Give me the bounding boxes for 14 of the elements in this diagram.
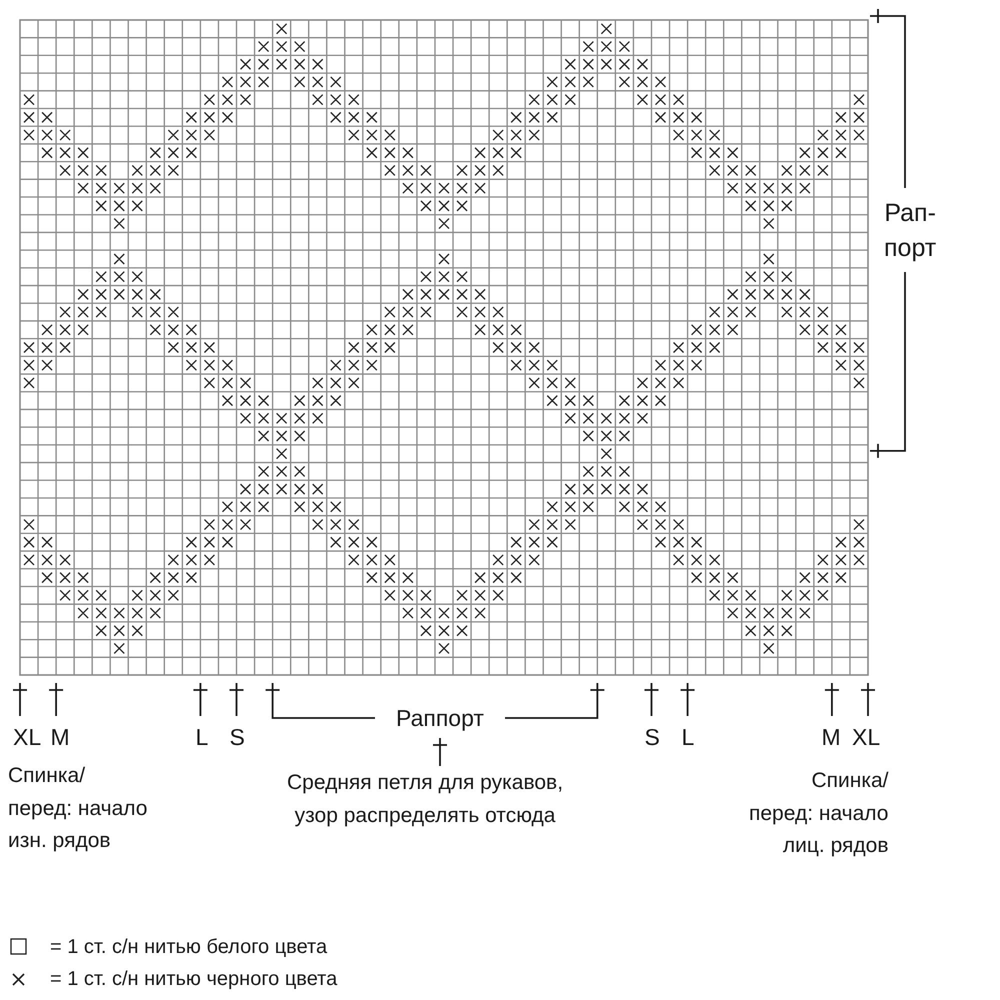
size-label: S [230, 723, 245, 752]
size-label: L [682, 723, 694, 752]
rapport-label: Рап- порт [884, 198, 936, 264]
note-text: Средняя петля для рукавов, узор распределять отсюда [287, 770, 564, 829]
size-label: M [50, 723, 70, 752]
size-label: M [822, 723, 841, 752]
size-label: XL [852, 723, 880, 752]
size-label: S [644, 723, 660, 752]
note-text: Спинка/ перед: начало изн. рядов [8, 763, 148, 854]
note-text: Спинка/ перед: начало лиц. рядов [749, 768, 888, 860]
size-label: XL [13, 723, 42, 752]
size-label: L [196, 723, 208, 752]
legend-text: = 1 ст. с/н нитью черного цвета [50, 967, 338, 992]
legend-text: = 1 ст. с/н нитью белого цвета [50, 935, 328, 960]
